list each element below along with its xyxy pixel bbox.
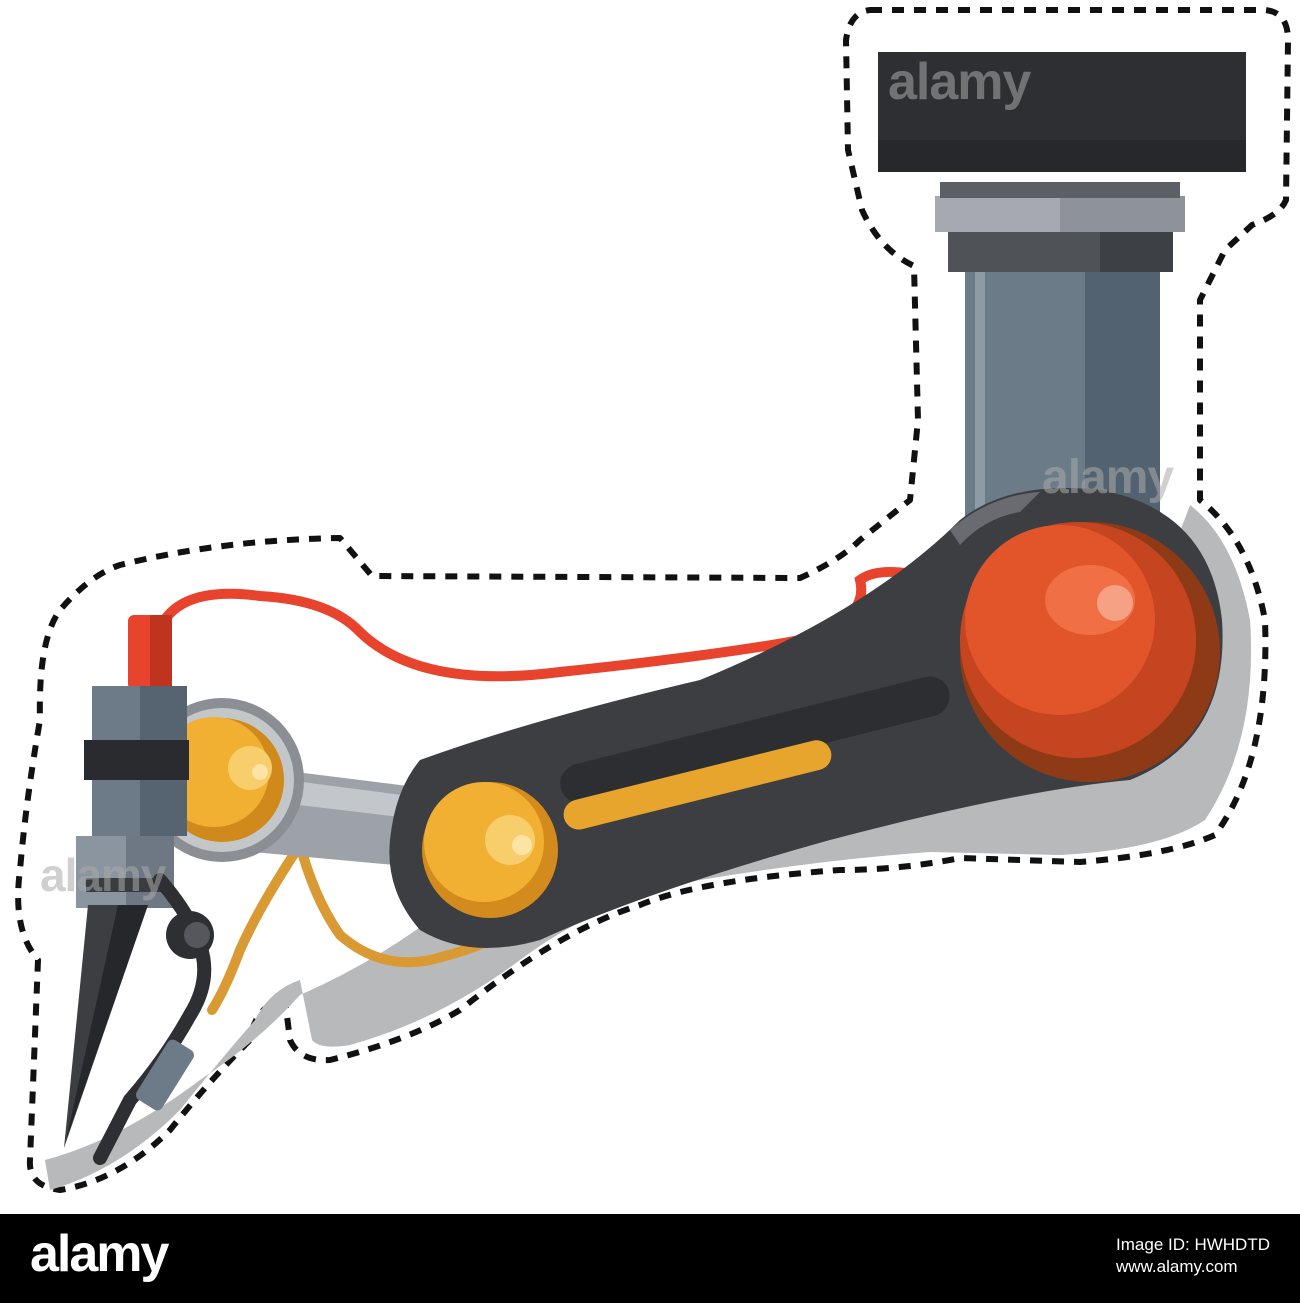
footer-logo: alamy bbox=[30, 1225, 169, 1283]
yellow-cable bbox=[207, 840, 495, 1015]
image-id-label: Image ID: HWHDTD bbox=[1116, 1235, 1270, 1254]
robot-arm-sticker bbox=[15, 7, 1291, 1193]
slot-track bbox=[560, 676, 950, 804]
footer-bar: alamy Image ID: HWHDTD www.alamy.com bbox=[0, 1214, 1300, 1303]
footer-meta: Image ID: HWHDTD www.alamy.com bbox=[1116, 1234, 1270, 1278]
torch-nozzle bbox=[64, 905, 148, 1148]
red-cable bbox=[155, 566, 935, 682]
illustration: alamy alamy alamy bbox=[15, 7, 1291, 1193]
site-url: www.alamy.com bbox=[1116, 1257, 1238, 1276]
dotted-cut-outline bbox=[15, 7, 1291, 1193]
slot-gauge bbox=[563, 740, 832, 830]
